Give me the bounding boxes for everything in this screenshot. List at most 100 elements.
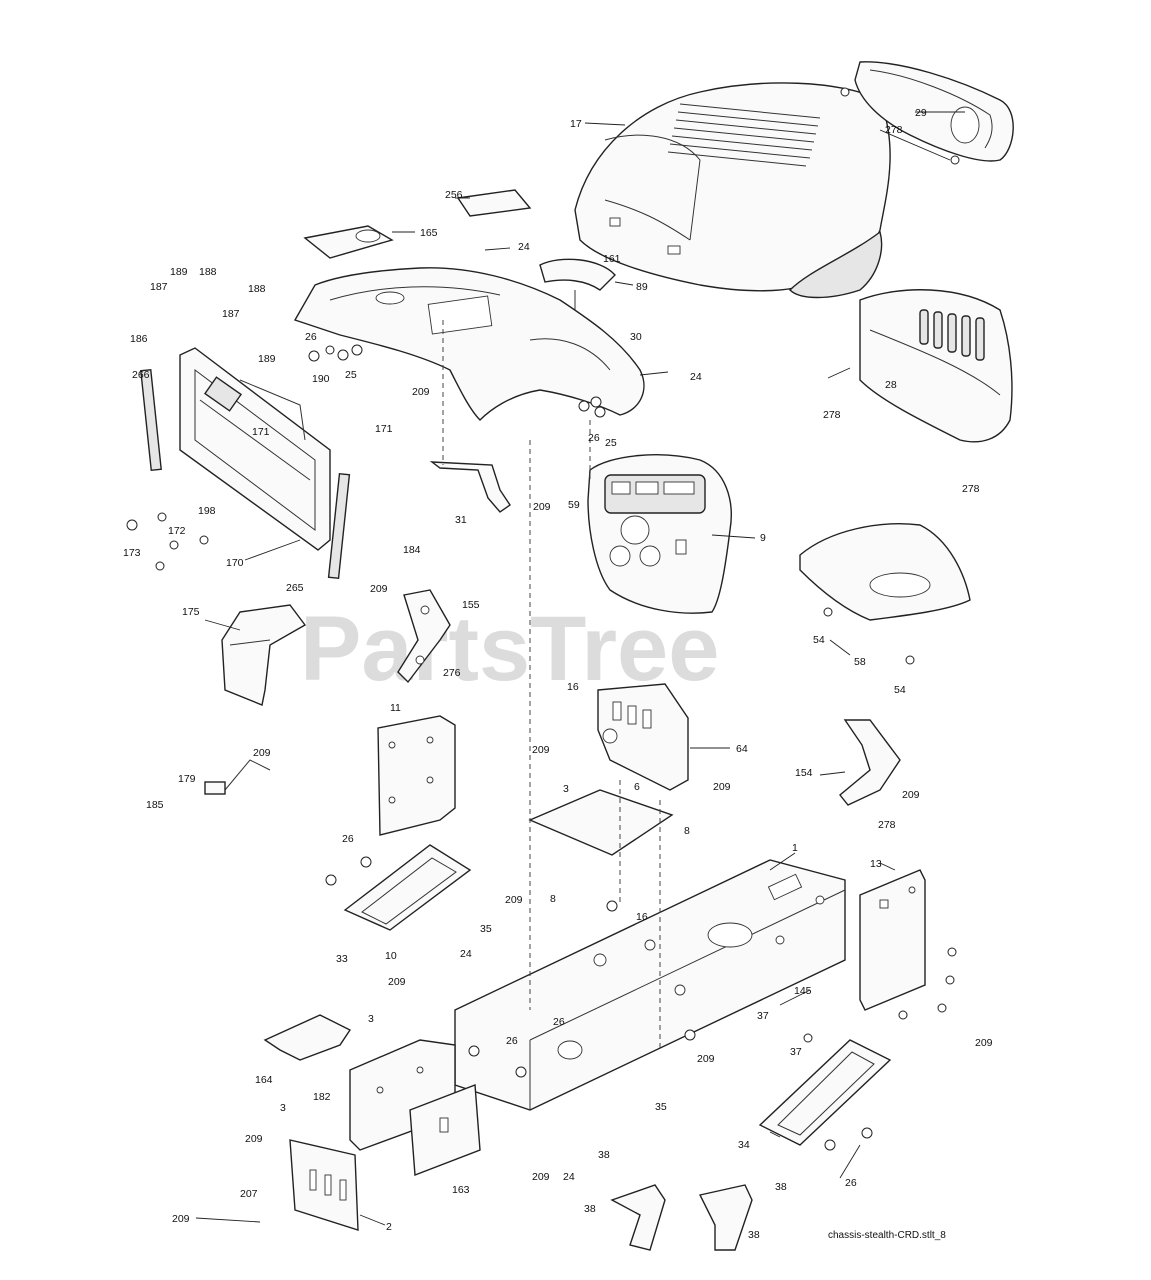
callout-278c: 278 [962,483,980,495]
callout-37b: 37 [790,1046,802,1058]
hinge-strip-left [140,368,162,472]
callout-35a: 35 [480,923,492,935]
callout-28: 28 [885,379,897,391]
hood-vent-grille [667,103,821,167]
callout-185: 185 [146,799,164,811]
callout-209g: 209 [902,789,920,801]
callout-3a: 3 [563,783,569,795]
rear-plate-13-part [859,869,926,1011]
callout-171b: 171 [375,423,393,435]
hinge-strip-right [327,472,351,580]
step-plate-33-part [343,844,472,931]
dash-cover-part [303,225,394,259]
side-plate-2-part [289,1139,359,1231]
dash-panel-part [293,267,645,421]
callout-278: 278 [885,124,903,136]
callout-164: 164 [255,1074,273,1086]
main-frame-part [454,859,846,1111]
seat-frame-part [179,347,331,551]
side-plate-11-part [377,715,456,836]
callout-59: 59 [568,499,580,511]
callout-179: 179 [178,773,196,785]
callout-16a: 16 [567,681,579,693]
callout-8b: 8 [550,893,556,905]
callout-26d: 26 [553,1016,565,1028]
callout-25a: 25 [345,369,357,381]
callout-198: 198 [198,505,216,517]
callout-26a: 26 [305,331,317,343]
grille-insert-part [840,61,1014,165]
callout-labels: 17 29 278 256 165 24 161 89 189 188 187 … [123,107,993,1241]
callout-175: 175 [182,606,200,618]
callout-6: 6 [634,781,640,793]
callout-256: 256 [445,189,463,201]
callout-154: 154 [795,767,813,779]
callout-35b: 35 [655,1101,667,1113]
callout-205b: 38 [775,1181,787,1193]
callout-186: 186 [130,333,148,345]
callout-187b: 187 [222,308,240,320]
callout-209h: 209 [505,894,523,906]
callout-26f: 26 [845,1177,857,1189]
diagram-id: chassis-stealth-CRD.stlt_8 [828,1230,946,1241]
callout-26c: 26 [342,833,354,845]
bracket-164-part [263,1014,352,1061]
battery-box-part [597,683,689,791]
callout-17: 17 [570,118,582,130]
callout-184: 184 [403,544,421,556]
callout-11: 11 [390,702,401,714]
callout-33: 33 [336,953,348,965]
callout-13: 13 [870,858,882,870]
battery-plate-part [528,780,674,905]
callout-209e: 209 [532,744,550,756]
callout-278d: 278 [878,819,896,831]
grille-slots [919,309,985,361]
callout-207: 207 [240,1188,258,1200]
callout-265: 265 [286,582,304,594]
callout-25b: 25 [605,437,617,449]
mount-bracket-part [429,320,511,513]
callout-172: 172 [168,525,186,537]
callout-8a: 8 [684,825,690,837]
callout-278b: 278 [823,409,841,421]
callout-188: 188 [199,266,217,278]
callout-58: 58 [854,656,866,668]
callout-209j: 209 [975,1037,993,1049]
callout-165: 165 [420,227,438,239]
callout-209f: 209 [713,781,731,793]
callout-54a: 54 [813,634,825,646]
bracket-38-right [698,1184,753,1251]
step-plate-34-part [758,1039,892,1146]
callout-190: 190 [312,373,330,385]
fuel-cap-cover-part [456,189,532,217]
bracket-154-part [839,719,901,806]
callout-2: 2 [386,1221,392,1233]
callout-3b: 3 [368,1013,374,1025]
bracket-155-part [397,589,451,684]
callout-187: 187 [150,281,168,293]
callout-209b: 209 [533,501,551,513]
callout-209l: 209 [245,1133,263,1145]
callout-89: 89 [636,281,648,293]
callout-163: 163 [452,1184,470,1196]
side-plate-163-part [409,1084,481,1176]
callout-9: 9 [760,532,766,544]
callout-189b: 189 [258,353,276,365]
callout-24d: 24 [563,1171,575,1183]
callout-1: 1 [792,842,798,854]
callout-38a: 38 [584,1203,596,1215]
callout-34: 34 [738,1139,750,1151]
callout-31: 31 [455,514,467,526]
callout-189: 189 [170,266,188,278]
callout-155: 155 [462,599,480,611]
callout-26e: 26 [506,1035,518,1047]
callout-209k: 209 [697,1053,715,1065]
front-grille-part [859,289,1013,443]
callout-276: 276 [443,667,461,679]
callout-266: 266 [132,369,150,381]
instrument-panel-part [587,454,732,614]
callout-209d: 209 [253,747,271,759]
callout-205a: 38 [598,1149,610,1161]
callout-145: 145 [794,985,812,997]
